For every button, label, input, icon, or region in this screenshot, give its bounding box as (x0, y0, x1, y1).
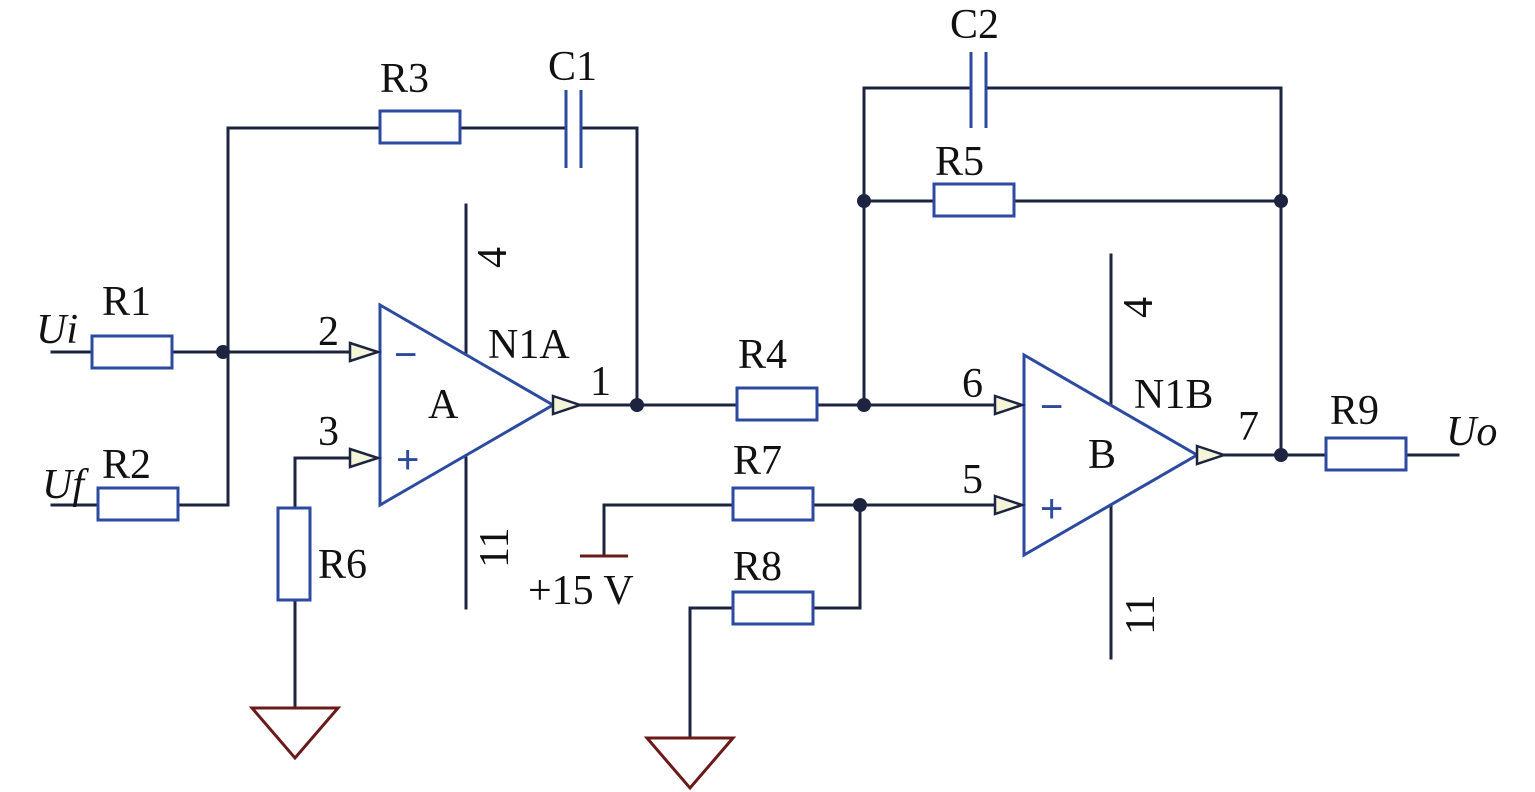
resistors (90, 109, 1408, 626)
pin-arrows (348, 341, 1228, 516)
r3-label: R3 (380, 56, 429, 102)
junction-node (853, 498, 867, 512)
r4-label: R4 (738, 332, 787, 378)
r7-label: R7 (733, 438, 782, 484)
resistor-r2 (96, 486, 180, 522)
opamp-b-pin5: 5 (962, 457, 983, 503)
capacitor-c2 (969, 52, 988, 128)
supply-label: +15 V (528, 568, 634, 614)
opamp-a-minus-sign: − (394, 333, 417, 377)
opamp-b-pin4: 4 (1116, 297, 1162, 318)
r9-label: R9 (1330, 388, 1379, 434)
junction-node (1274, 194, 1288, 208)
junction-nodes (216, 194, 1288, 512)
opamp-b-pin7: 7 (1238, 404, 1259, 450)
junction-node (857, 398, 871, 412)
resistor-r1 (90, 334, 174, 370)
junction-node (216, 345, 230, 359)
input-uf-label: Uf (42, 462, 89, 508)
opamp-a-pin3: 3 (318, 409, 339, 455)
opamp-a-pin4: 4 (470, 247, 516, 268)
r1-label: R1 (102, 279, 151, 325)
r6-label: R6 (318, 542, 367, 588)
c2-label: C2 (950, 2, 999, 48)
wire-r8-ground (688, 606, 735, 740)
junction-node (857, 194, 871, 208)
pin-arrow-2 (348, 341, 383, 363)
pin-arrow-6 (993, 394, 1026, 416)
junction-node (1274, 448, 1288, 462)
opamp-b-letter: B (1088, 432, 1116, 478)
opamp-b-minus-sign: − (1040, 385, 1063, 429)
opamp-b-name: N1B (1134, 372, 1213, 418)
resistor-r3 (378, 109, 462, 145)
resistor-r6 (276, 506, 312, 602)
ground-symbol-r8 (643, 736, 737, 791)
opamp-a-name: N1A (488, 322, 570, 368)
pin-arrow-5 (993, 494, 1026, 516)
wires (50, 86, 1460, 740)
wire-b-feedback-left (862, 86, 970, 407)
pin-arrow-3 (348, 447, 383, 469)
opamp-b-triangle (1022, 352, 1200, 558)
wire-a-feedback-left (226, 126, 382, 354)
c1-label: C1 (548, 44, 597, 90)
junction-node (630, 398, 644, 412)
resistor-r9 (1324, 436, 1408, 472)
opamp-a-plus-sign: + (396, 438, 419, 482)
pin-arrow-7 (1195, 444, 1228, 466)
r5-label: R5 (935, 139, 984, 185)
input-ui-label: Ui (36, 307, 78, 353)
opamp-a-pin1: 1 (590, 359, 611, 405)
wire-pin3-r6 (293, 456, 352, 510)
opamp-a-pin11: 11 (472, 528, 518, 568)
resistor-r4 (735, 386, 819, 422)
r8-label: R8 (733, 544, 782, 590)
ground-symbol-r6 (248, 706, 342, 761)
r2-label: R2 (102, 442, 151, 488)
capacitor-c1 (564, 90, 583, 168)
wire-c1-output-a (581, 126, 639, 407)
wire-r8-node (811, 503, 862, 610)
opamp-a-triangle (378, 302, 556, 508)
opamp-a-letter: A (428, 382, 459, 428)
opamp-b-pin11: 11 (1118, 595, 1164, 635)
output-uo-label: Uo (1446, 409, 1497, 455)
resistor-r7 (731, 486, 815, 522)
opamp-b-pin6: 6 (962, 361, 983, 407)
wire-r2-junction (176, 350, 230, 507)
opamp-a-pin2: 2 (318, 309, 339, 355)
wire-c2-right (986, 86, 1283, 457)
resistor-r5 (932, 182, 1016, 218)
pin-arrow-1 (551, 394, 584, 416)
wire-supply-r7 (602, 503, 735, 558)
resistor-r8 (731, 590, 815, 626)
opamp-b-plus-sign: + (1040, 487, 1063, 531)
